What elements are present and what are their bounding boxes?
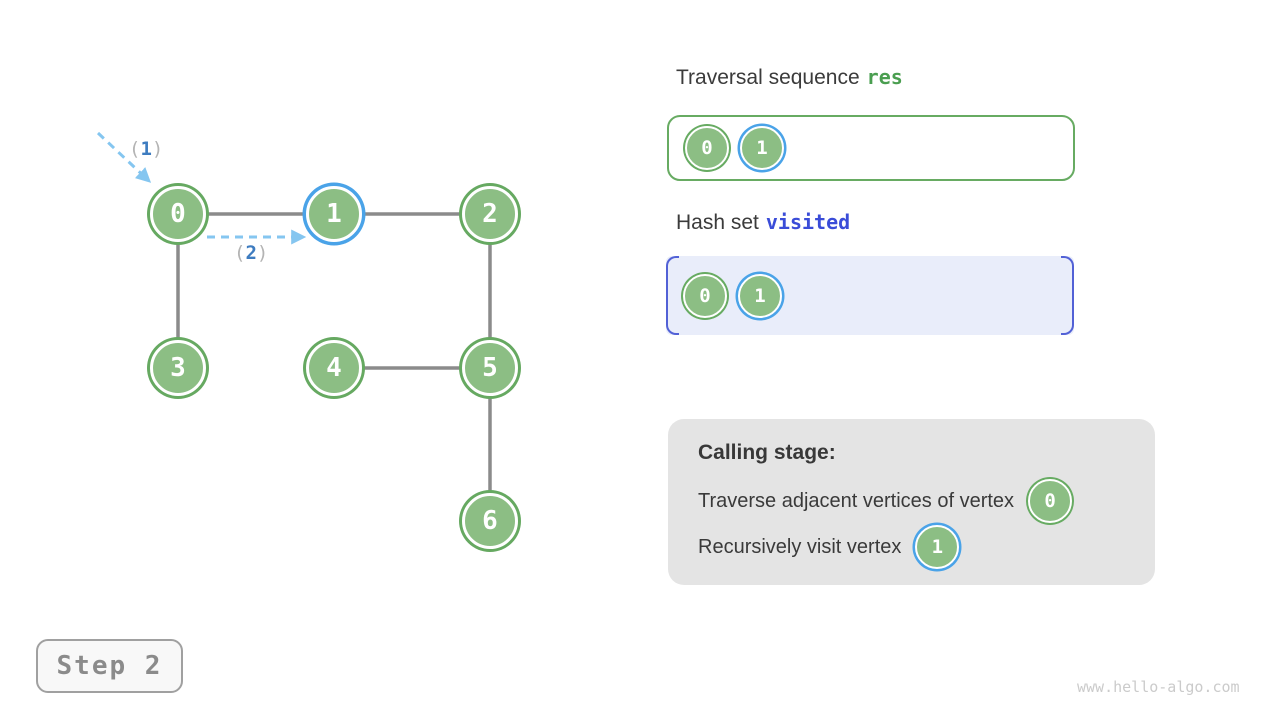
res-item-1-highlighted: 1 (740, 126, 784, 170)
calling-line-2: Recursively visit vertex 1 (698, 524, 1155, 570)
res-panel-title: Traversal sequence res (676, 65, 903, 90)
calling-line-2-vertex-highlighted: 1 (915, 525, 960, 569)
paren-open: ( (234, 242, 246, 264)
visited-title-text: Hash set (676, 211, 759, 234)
calling-line-1-text: Traverse adjacent vertices of vertex (698, 489, 1015, 512)
res-title-text: Traversal sequence (676, 66, 860, 89)
paren-close: ) (256, 242, 269, 264)
graph-vertex-2: 2 (462, 186, 518, 242)
paren-close: ) (151, 138, 164, 160)
calling-stage-box: Calling stage: Traverse adjacent vertice… (668, 419, 1155, 585)
visited-set-box: 0 1 (666, 256, 1074, 335)
calling-stage-heading: Calling stage: (698, 441, 836, 464)
calling-line-1-vertex: 0 (1028, 479, 1073, 523)
graph-vertex-6: 6 (462, 493, 518, 549)
arrow-order-label-1: (1) (129, 138, 164, 160)
graph-vertex-5: 5 (462, 340, 518, 396)
visited-item-1-highlighted: 1 (738, 273, 782, 318)
watermark-url: www.hello-algo.com (1077, 678, 1240, 696)
step-badge: Step 2 (36, 639, 183, 693)
res-var-name: res (866, 65, 903, 89)
visited-panel-title: Hash set visited (676, 210, 850, 235)
visited-var-name: visited (765, 210, 851, 234)
left-bracket (666, 256, 679, 335)
graph-vertex-4: 4 (306, 340, 362, 396)
graph-vertex-1-highlighted: 1 (306, 186, 362, 242)
res-sequence-box: 0 1 (667, 115, 1075, 181)
paren-open: ( (129, 138, 141, 160)
calling-line-1: Traverse adjacent vertices of vertex 0 (698, 478, 1155, 524)
arrow-order-label-2: (2) (234, 242, 269, 264)
graph-vertex-0: 0 (150, 186, 206, 242)
visited-item-0: 0 (683, 273, 727, 318)
res-item-0: 0 (685, 126, 729, 170)
graph-vertex-3: 3 (150, 340, 206, 396)
calling-line-2-text: Recursively visit vertex (698, 535, 902, 558)
right-bracket (1061, 256, 1074, 335)
